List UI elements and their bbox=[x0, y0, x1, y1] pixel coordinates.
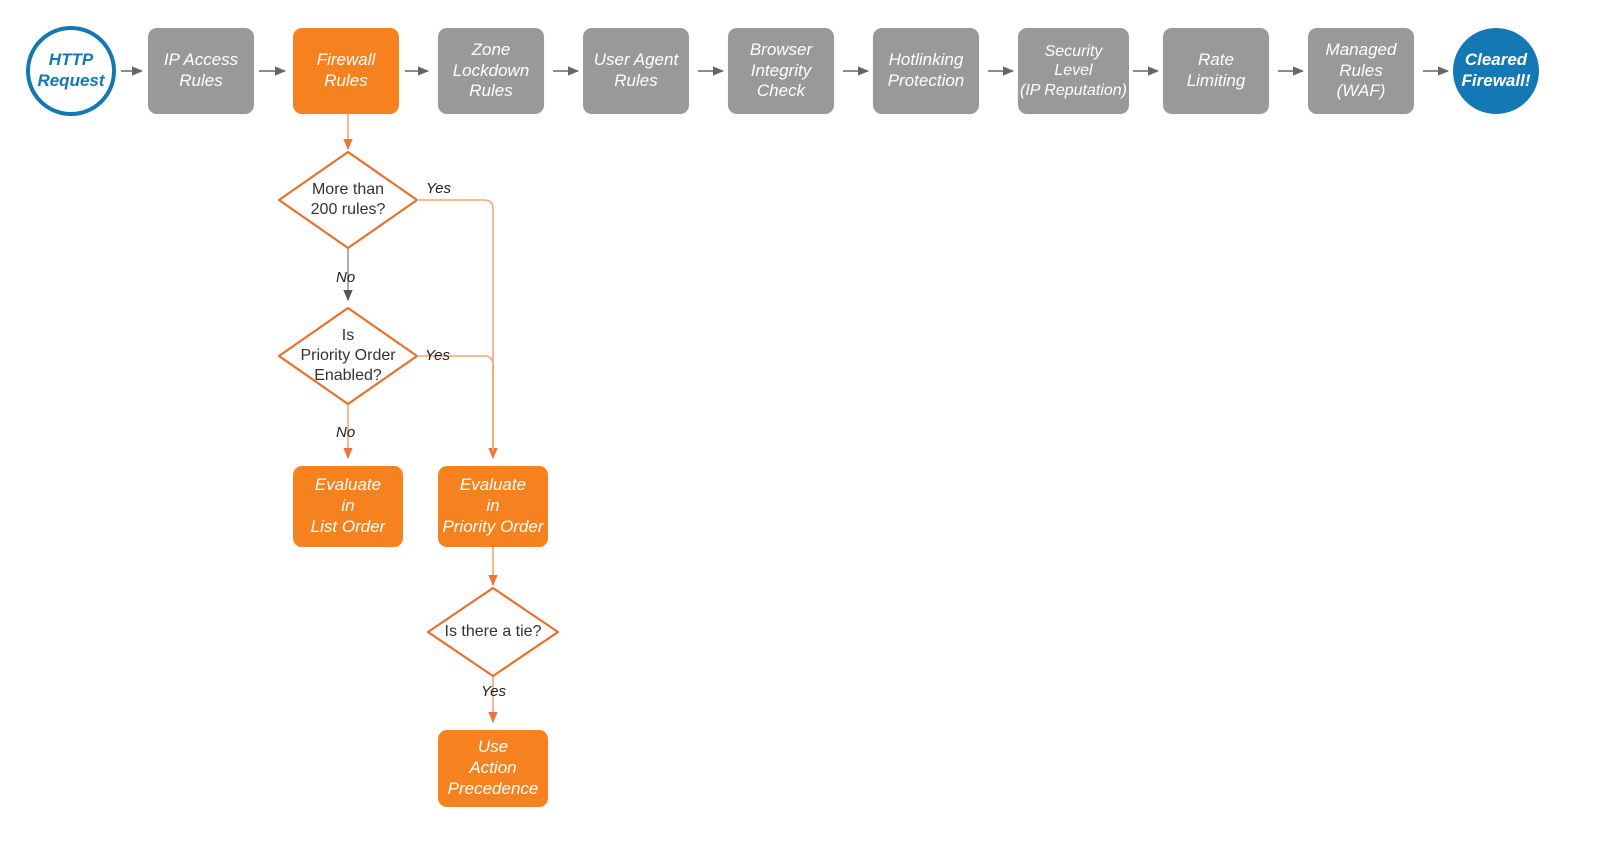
edge-label-priority-yes: Yes bbox=[425, 347, 451, 364]
node-browser-integrity-check[interactable]: Browser Integrity Check bbox=[728, 28, 834, 114]
node-evaluate-in-list-order[interactable]: Evaluate in List Order bbox=[293, 466, 403, 547]
node-managed-rules-waf[interactable]: Managed Rules (WAF) bbox=[1308, 28, 1414, 114]
node-hotlinking-protection[interactable]: Hotlinking Protection bbox=[873, 28, 979, 114]
node-use-action-precedence[interactable]: Use Action Precedence bbox=[438, 730, 548, 807]
node-firewall-rules[interactable]: Firewall Rules bbox=[293, 28, 399, 114]
node-security-level[interactable]: Security Level (IP Reputation) bbox=[1018, 28, 1129, 114]
node-decision-is-priority-order-enabled[interactable]: Is Priority Order Enabled? bbox=[277, 306, 419, 406]
diamond-shape bbox=[277, 150, 419, 250]
edge-label-rules-no: No bbox=[336, 269, 356, 286]
node-evaluate-in-priority-order[interactable]: Evaluate in Priority Order bbox=[438, 466, 548, 547]
node-decision-is-there-a-tie[interactable]: Is there a tie? bbox=[426, 586, 560, 678]
node-http-request[interactable]: HTTP Request bbox=[26, 26, 116, 116]
edge-label-rules-yes: Yes bbox=[426, 180, 452, 197]
diamond-shape bbox=[277, 306, 419, 406]
node-decision-more-than-200-rules[interactable]: More than 200 rules? bbox=[277, 150, 419, 250]
edge-label-priority-no: No bbox=[336, 424, 356, 441]
node-zone-lockdown-rules[interactable]: Zone Lockdown Rules bbox=[438, 28, 544, 114]
node-user-agent-rules[interactable]: User Agent Rules bbox=[583, 28, 689, 114]
node-rate-limiting[interactable]: Rate Limiting bbox=[1163, 28, 1269, 114]
edge-rules-yes-to-priority-order bbox=[419, 199, 498, 460]
edge-priority-yes-to-priority-order bbox=[419, 355, 494, 452]
edge-label-tie-yes: Yes bbox=[481, 683, 507, 700]
diamond-shape bbox=[426, 586, 560, 678]
node-cleared-firewall[interactable]: Cleared Firewall! bbox=[1453, 28, 1539, 114]
node-ip-access-rules[interactable]: IP Access Rules bbox=[148, 28, 254, 114]
